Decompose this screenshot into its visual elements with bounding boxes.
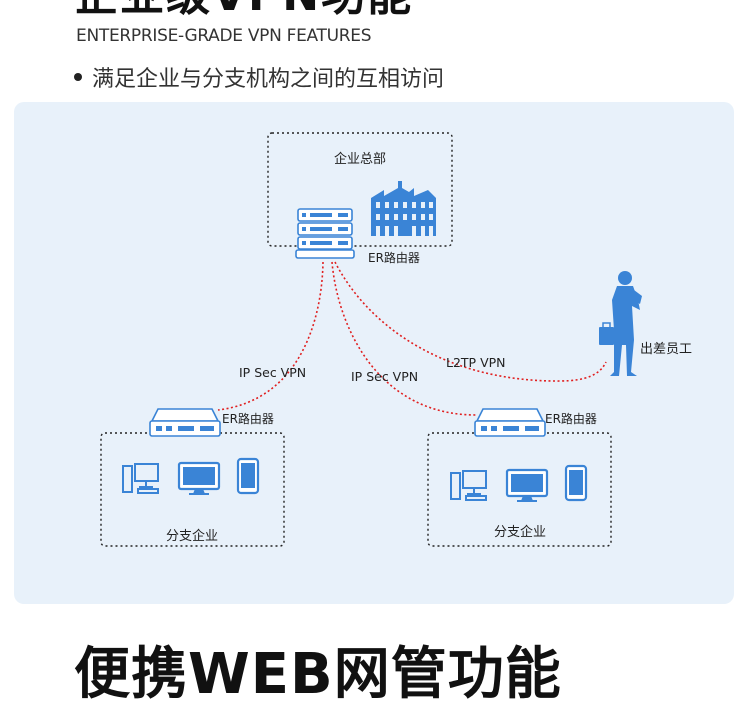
desktop-pc-icon [122,463,159,494]
bullet-dot-icon [74,73,82,81]
hq-router-icon [295,208,355,259]
link-ipsec-right-label: IP Sec VPN [351,369,418,384]
branch-left-router-icon [149,408,221,437]
link-ipsec-left [217,261,324,411]
branch-right-label: 分支企业 [494,524,546,540]
branch-left-label: 分支企业 [166,528,218,544]
branch-right-box [427,432,612,547]
branch-right-router-icon [474,408,546,437]
branch-left-box [100,432,285,547]
hq-box [267,132,453,247]
link-l2tp [334,261,607,382]
employee-label: 出差员工 [640,342,692,357]
feature-bullet: 满足企业与分支机构之间的互相访问 [74,61,444,93]
business-traveler-icon [599,271,642,376]
hq-router-label: ER路由器 [368,250,420,265]
mobile-phone-icon [564,464,588,502]
branch-right-router-label: ER路由器 [545,411,597,426]
feature-bullet-text: 满足企业与分支机构之间的互相访问 [92,67,445,92]
link-ipsec-left-label: IP Sec VPN [239,365,306,380]
hq-building-icon [371,181,436,236]
hq-label: 企业总部 [334,151,386,167]
next-section-title: 便携WEB网管功能 [74,642,562,707]
branch-left-router-label: ER路由器 [222,411,274,426]
monitor-icon [505,468,549,502]
link-l2tp-label: L2TP VPN [446,355,506,370]
desktop-pc-icon [450,470,487,501]
mobile-phone-icon [236,457,260,495]
section-subtitle: ENTERPRISE-GRADE VPN FEATURES [76,26,372,46]
monitor-icon [177,461,221,495]
section-title: 企业级VPN功能 [74,0,413,18]
